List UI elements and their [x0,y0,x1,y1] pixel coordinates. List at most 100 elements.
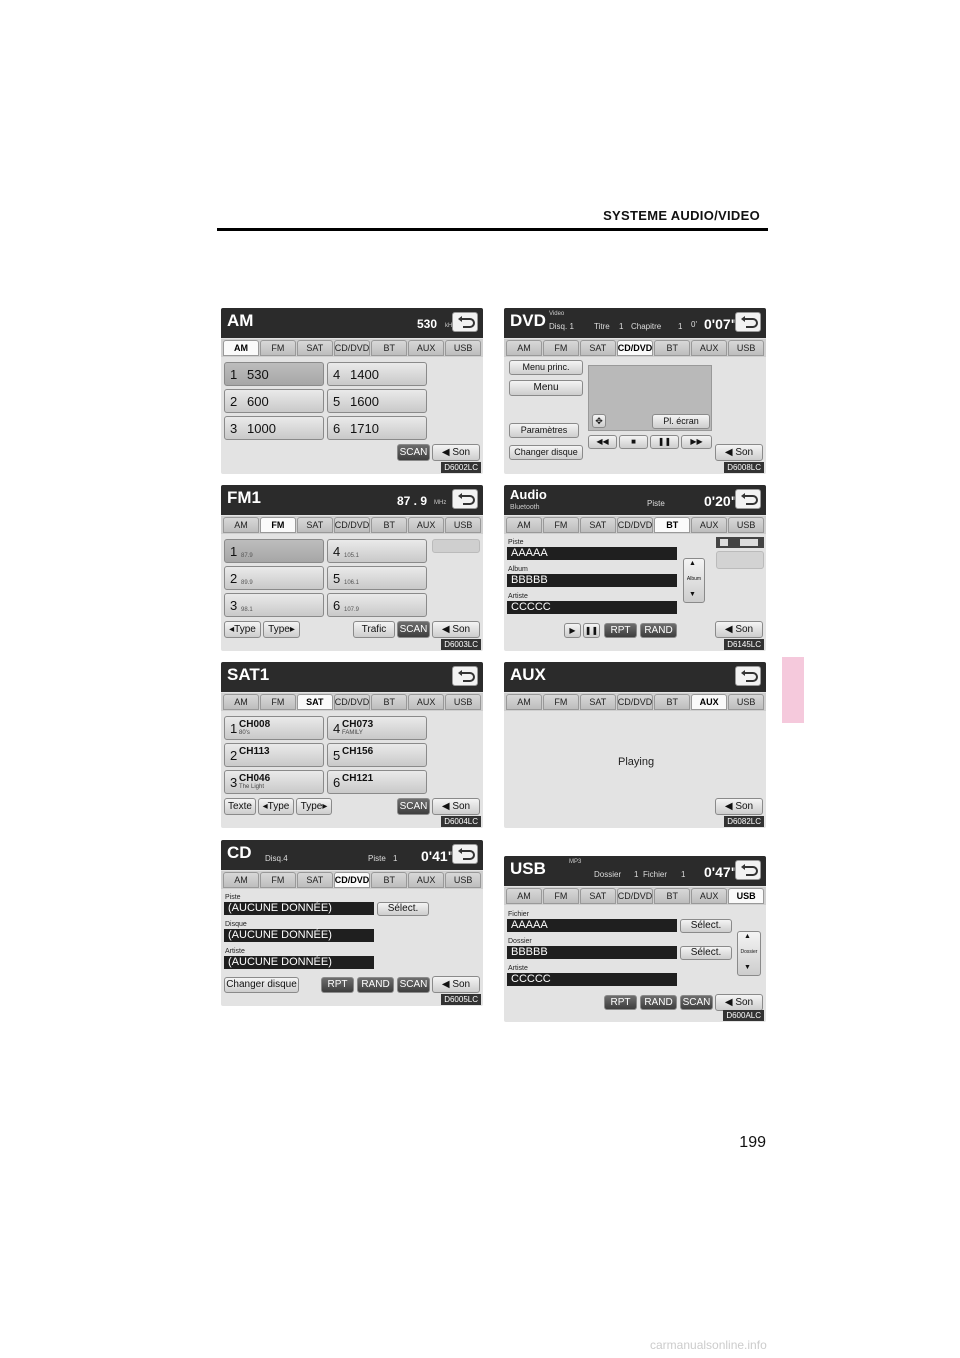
rewind-icon[interactable]: ◀◀ [588,435,617,449]
select-folder-button[interactable]: Sélect. [680,946,732,960]
sound-button[interactable]: ◀ Son [715,621,763,638]
tab-am[interactable]: AM [223,694,259,710]
tab-bt[interactable]: BT [371,694,408,710]
tab-aux[interactable]: AUX [691,340,728,356]
move-icon[interactable]: ✥ [592,414,606,428]
scan-button[interactable]: SCAN [397,977,430,993]
sound-button[interactable]: ◀ Son [715,798,763,815]
traffic-button[interactable]: Trafic [353,621,395,638]
sound-button[interactable]: ◀ Son [432,621,480,638]
back-button[interactable] [452,489,478,509]
tab-usb[interactable]: USB [728,340,765,356]
type-prev-button[interactable]: ◂Type [258,798,294,815]
video-area[interactable]: ✥ Pl. écran [588,365,712,431]
repeat-button[interactable]: RPT [604,995,637,1010]
tab-am[interactable]: AM [506,888,542,904]
blank-button[interactable] [716,551,764,569]
full-screen-button[interactable]: Pl. écran [652,414,710,429]
folder-navigator[interactable]: ▲ Dossier ▼ [737,931,761,976]
main-menu-button[interactable]: Menu princ. [509,360,583,375]
tab-aux[interactable]: AUX [691,694,728,710]
tab-cd-dvd[interactable]: CD/DVD [333,517,371,533]
tab-bt[interactable]: BT [654,694,691,710]
scan-button[interactable]: SCAN [397,621,430,638]
stop-icon[interactable]: ■ [619,435,648,449]
settings-button[interactable]: Paramètres [509,423,579,438]
sound-button[interactable]: ◀ Son [432,798,480,815]
tab-bt[interactable]: BT [654,340,691,356]
tab-aux[interactable]: AUX [691,517,728,533]
tab-fm[interactable]: FM [542,694,579,710]
select-file-button[interactable]: Sélect. [680,919,732,933]
tab-bt[interactable]: BT [654,517,691,533]
change-disc-button[interactable]: Changer disque [224,977,299,993]
back-button[interactable] [735,312,761,332]
back-button[interactable] [735,489,761,509]
fast-forward-icon[interactable]: ▶▶ [681,435,712,449]
tab-am[interactable]: AM [223,517,259,533]
back-button[interactable] [735,666,761,686]
back-button[interactable] [735,860,761,880]
tab-sat[interactable]: SAT [579,517,616,533]
sound-button[interactable]: ◀ Son [715,444,763,461]
tab-fm[interactable]: FM [542,888,579,904]
tab-usb[interactable]: USB [728,517,765,533]
tab-bt[interactable]: BT [371,517,408,533]
down-arrow-icon[interactable]: ▼ [689,591,696,598]
select-button[interactable]: Sélect. [377,902,429,916]
tab-am[interactable]: AM [506,694,542,710]
tab-cd-dvd[interactable]: CD/DVD [333,872,371,888]
sound-button[interactable]: ◀ Son [432,444,480,461]
play-icon[interactable]: ▶ [564,623,581,638]
type-prev-button[interactable]: ◂Type [224,621,261,638]
tab-cd-dvd[interactable]: CD/DVD [616,694,654,710]
tab-cd-dvd[interactable]: CD/DVD [616,517,654,533]
tab-aux[interactable]: AUX [691,888,728,904]
album-navigator[interactable]: ▲ Album ▼ [683,558,705,603]
change-disc-button[interactable]: Changer disque [509,445,583,460]
tab-bt[interactable]: BT [654,888,691,904]
tab-bt[interactable]: BT [371,872,408,888]
tab-fm[interactable]: FM [259,340,296,356]
random-button[interactable]: RAND [357,977,394,993]
scan-button[interactable]: SCAN [397,444,430,461]
tab-usb[interactable]: USB [445,517,482,533]
tab-sat[interactable]: SAT [296,872,333,888]
down-arrow-icon[interactable]: ▼ [744,964,751,971]
tab-am[interactable]: AM [506,340,542,356]
scan-button[interactable]: SCAN [680,995,713,1010]
tab-usb[interactable]: USB [445,694,482,710]
tab-fm[interactable]: FM [259,872,296,888]
back-button[interactable] [452,312,478,332]
tab-sat[interactable]: SAT [579,340,616,356]
random-button[interactable]: RAND [640,995,677,1010]
tab-usb[interactable]: USB [728,888,765,904]
tab-cd-dvd[interactable]: CD/DVD [333,694,371,710]
menu-button[interactable]: Menu [509,380,583,396]
tab-sat[interactable]: SAT [296,694,333,710]
tab-fm[interactable]: FM [542,517,579,533]
tab-sat[interactable]: SAT [296,340,333,356]
tab-cd-dvd[interactable]: CD/DVD [616,340,654,356]
type-next-button[interactable]: Type▸ [296,798,332,815]
tab-sat[interactable]: SAT [579,694,616,710]
memo-button[interactable] [432,539,480,553]
up-arrow-icon[interactable]: ▲ [744,933,751,940]
tab-bt[interactable]: BT [371,340,408,356]
tab-sat[interactable]: SAT [579,888,616,904]
